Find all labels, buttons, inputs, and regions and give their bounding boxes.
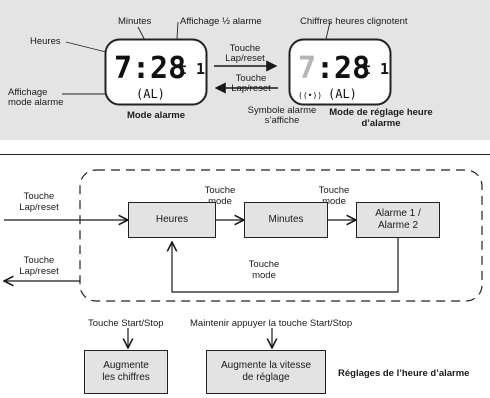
label-chiffres-clignotent: Chiffres heures clignotent (300, 16, 408, 27)
caption-mode-reglage: Mode de réglage heure d’alarme (329, 107, 433, 129)
label-touche-mode-back: Touche mode (248, 259, 280, 281)
box-augmente-chiffres: Augmente les chiffres (84, 350, 168, 394)
label-touche-lap-reset-forward: Touche Lap/reset (225, 43, 265, 64)
label-touche-mode-1: Touche mode (204, 185, 236, 207)
label-minutes: Minutes (118, 16, 152, 27)
dashed-enclosure (79, 169, 483, 302)
label-symbole-alarme: Symbole alarme s’affiche (247, 105, 317, 126)
arrow-loop-back (172, 238, 399, 293)
label-maintenir-start-stop: Maintenir appuyer la touche Start/Stop (190, 318, 353, 329)
lcd-display-left: 7 :28 t 1 (AL) (104, 38, 208, 106)
lcd-left-suffix: t 1 (178, 60, 205, 78)
label-touche-mode-2: Touche mode (318, 185, 350, 207)
lcd-right-hour-blinking: 7 (298, 51, 316, 86)
top-panel (0, 0, 490, 140)
label-affichage-mode-alarme: Affichage mode alarme (8, 87, 64, 108)
label-touche-lap-reset-back: Touche Lap/reset (231, 73, 271, 94)
label-touche-start-stop: Touche Start/Stop (88, 318, 164, 329)
box-alarme: Alarme 1 / Alarme 2 (356, 202, 440, 238)
flow-diagram-lines (0, 169, 483, 398)
lcd-left-sub: (AL) (136, 87, 165, 101)
box-heures: Heures (128, 202, 216, 238)
caption-reglages-heure-alarme: Réglages de l’heure d’alarme (338, 368, 470, 379)
label-affichage-demi-alarme: Affichage ½ alarme (180, 16, 262, 27)
lcd-display-right: 7 :28 t 1 ((•)) (AL) (288, 38, 392, 106)
lcd-left-minutes: :28 (132, 51, 186, 86)
caption-mode-alarme: Mode alarme (126, 110, 186, 121)
lcd-right-minutes: :28 (316, 51, 370, 86)
section-divider (0, 154, 490, 155)
lcd-left-hour: 7 (114, 51, 132, 86)
label-touche-lap-reset-in: Touche Lap/reset (19, 191, 59, 213)
alarm-symbol-icon: ((•)) (298, 91, 322, 100)
box-augmente-vitesse: Augmente la vitesse de réglage (206, 350, 326, 394)
box-minutes: Minutes (244, 202, 328, 238)
label-touche-lap-reset-out: Touche Lap/reset (19, 255, 59, 277)
lcd-right-sub: (AL) (328, 87, 357, 101)
lcd-right-suffix: t 1 (362, 60, 389, 78)
label-heures: Heures (30, 36, 61, 47)
